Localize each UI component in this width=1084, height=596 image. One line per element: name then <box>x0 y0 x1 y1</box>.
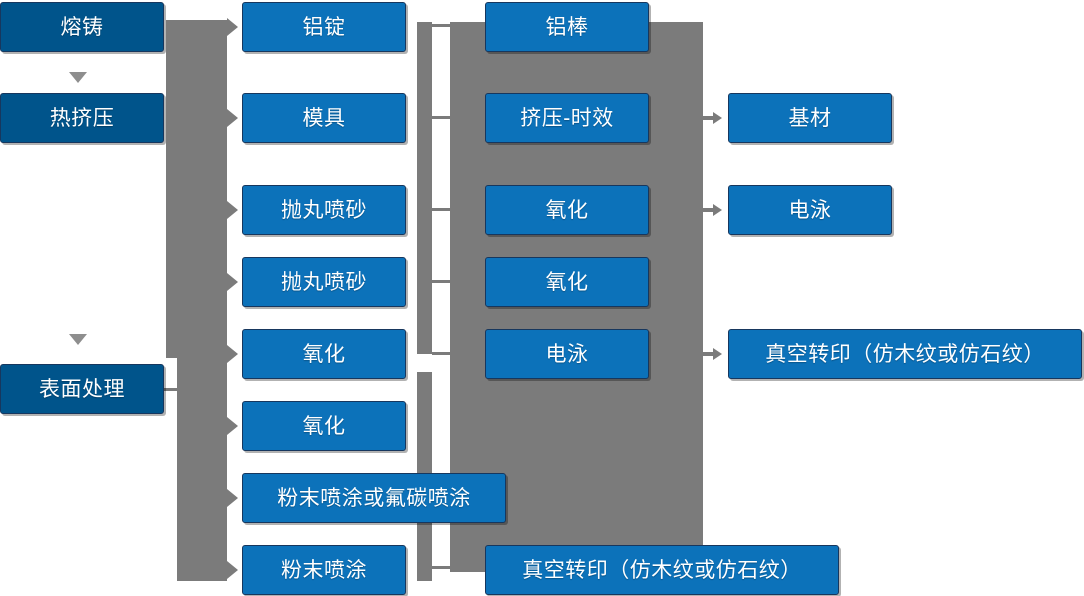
arrow-to-proc-shotblast-1 <box>227 201 238 219</box>
treatment-box-oxidation-2[interactable]: 氧化 <box>485 257 649 307</box>
process-box-oxidation-2[interactable]: 氧化 <box>242 401 406 451</box>
connector-surface-stub <box>163 388 185 391</box>
stage-box-surface[interactable]: 表面处理 <box>0 364 164 414</box>
process-box-oxidation-1[interactable]: 氧化 <box>242 329 406 379</box>
stage-down-arrow-2 <box>69 334 87 345</box>
output-box-substrate[interactable]: 基材 <box>728 93 892 143</box>
process-label-shotblast-2: 抛丸喷砂 <box>281 270 367 294</box>
process-label-mold: 模具 <box>302 106 346 130</box>
stage-label-extrude: 热挤压 <box>49 106 115 130</box>
connector-stages-body-upper <box>166 20 227 358</box>
stage-label-surface: 表面处理 <box>39 377 125 401</box>
process-label-shotblast-1: 抛丸喷砂 <box>281 198 367 222</box>
arrow-to-out-vacuum <box>713 348 722 360</box>
treatment-label-extrude-age: 挤压-时效 <box>520 106 614 130</box>
process-label-oxidation-1: 氧化 <box>302 342 346 366</box>
treatment-label-vacuum: 真空转印（仿木纹或仿石纹） <box>522 558 802 582</box>
stage-box-extrude[interactable]: 热挤压 <box>0 93 164 143</box>
connector-processes-bar-upper <box>417 22 432 354</box>
treatment-label-electro: 电泳 <box>545 342 589 366</box>
process-box-shotblast-2[interactable]: 抛丸喷砂 <box>242 257 406 307</box>
arrow-to-proc-oxidation-2 <box>227 417 238 435</box>
tick-treat-electro <box>432 352 452 355</box>
arrow-to-proc-mold <box>227 109 238 127</box>
process-box-powder-fluoro[interactable]: 粉末喷涂或氟碳喷涂 <box>242 473 506 523</box>
stage-down-arrow-1 <box>69 72 87 83</box>
tick-treat-vacuum <box>432 566 452 569</box>
arrow-to-out-substrate <box>713 112 722 124</box>
output-label-electro: 电泳 <box>788 198 832 222</box>
treatment-box-bar[interactable]: 铝棒 <box>485 2 649 52</box>
arrow-stem-out-substrate <box>703 116 715 120</box>
process-label-powder-fluoro: 粉末喷涂或氟碳喷涂 <box>277 486 471 510</box>
treatment-box-electro[interactable]: 电泳 <box>485 329 649 379</box>
process-box-ingot[interactable]: 铝锭 <box>242 2 406 52</box>
treatment-box-vacuum[interactable]: 真空转印（仿木纹或仿石纹） <box>485 545 839 595</box>
tick-treat-extrude-age <box>432 116 452 119</box>
arrow-to-proc-oxidation-1 <box>227 345 238 363</box>
output-box-electro[interactable]: 电泳 <box>728 185 892 235</box>
process-box-mold[interactable]: 模具 <box>242 93 406 143</box>
process-box-shotblast-1[interactable]: 抛丸喷砂 <box>242 185 406 235</box>
connector-stages-body-lower <box>177 358 227 581</box>
arrow-stem-out-electro <box>703 208 715 212</box>
arrow-to-proc-shotblast-2 <box>227 273 238 291</box>
stage-box-melting[interactable]: 熔铸 <box>0 2 164 52</box>
treatment-box-extrude-age[interactable]: 挤压-时效 <box>485 93 649 143</box>
tick-treat-oxidation-2 <box>432 280 452 283</box>
process-label-powder: 粉末喷涂 <box>281 558 367 582</box>
stage-label-melting: 熔铸 <box>60 15 104 39</box>
arrow-to-proc-powder <box>227 561 238 579</box>
output-box-vacuum[interactable]: 真空转印（仿木纹或仿石纹） <box>728 329 1082 379</box>
process-label-oxidation-2: 氧化 <box>302 414 346 438</box>
arrow-stem-out-vacuum <box>703 352 715 356</box>
tick-treat-bar <box>432 24 452 27</box>
process-box-powder[interactable]: 粉末喷涂 <box>242 545 406 595</box>
arrow-to-proc-ingot <box>227 18 238 36</box>
treatment-label-oxidation-2: 氧化 <box>545 270 589 294</box>
treatment-label-bar: 铝棒 <box>545 15 589 39</box>
tick-treat-oxidation-1 <box>432 208 452 211</box>
treatment-box-oxidation-1[interactable]: 氧化 <box>485 185 649 235</box>
arrow-to-out-electro <box>713 204 722 216</box>
treatment-label-oxidation-1: 氧化 <box>545 198 589 222</box>
output-label-vacuum: 真空转印（仿木纹或仿石纹） <box>765 342 1045 366</box>
process-label-ingot: 铝锭 <box>302 15 346 39</box>
output-label-substrate: 基材 <box>788 106 832 130</box>
arrow-to-proc-powder-fluoro <box>227 489 238 507</box>
